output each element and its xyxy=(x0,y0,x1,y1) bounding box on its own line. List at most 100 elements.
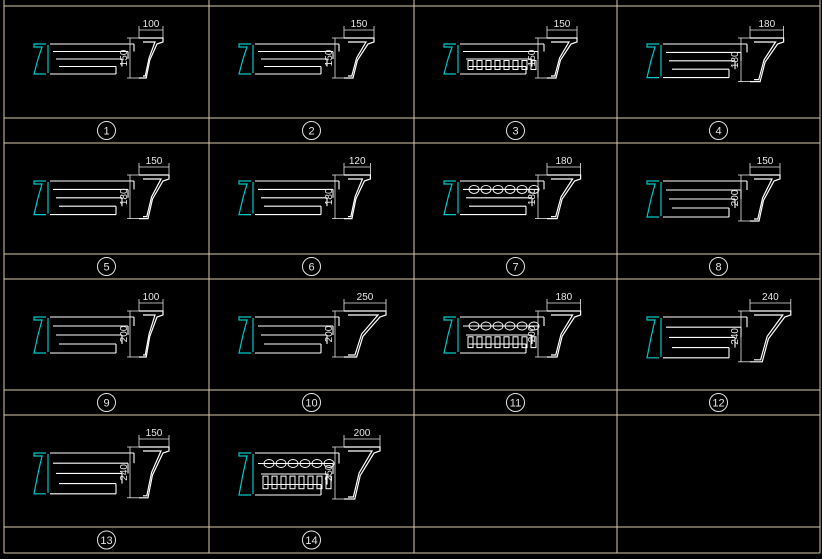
dentil-block xyxy=(512,336,519,349)
width-dim-text: 100 xyxy=(143,292,160,303)
cell-number-circle xyxy=(506,121,525,140)
dentil-block xyxy=(485,336,492,349)
cornice-elevation xyxy=(238,316,340,354)
dentil-block xyxy=(503,336,510,349)
section-profile-inner xyxy=(348,178,364,218)
height-dim-text: 180 xyxy=(324,188,335,205)
cornice-elevation xyxy=(238,43,340,75)
section-profile-inner xyxy=(551,178,574,218)
section-profile-inner xyxy=(143,178,162,218)
height-dim-text: 180 xyxy=(730,51,741,68)
cornice-elevation xyxy=(646,180,748,218)
carved-ornament xyxy=(492,184,504,194)
width-dim-text: 150 xyxy=(146,156,163,167)
dentil-block xyxy=(485,60,492,70)
section-profile-inner xyxy=(754,314,784,361)
cornice-cell-1: 100 150 1 xyxy=(33,19,164,140)
width-dim-text: 180 xyxy=(555,292,572,303)
height-dim-text: 200 xyxy=(730,189,741,206)
cell-number-circle xyxy=(97,121,116,140)
dentil-block xyxy=(530,60,537,70)
cell-number: 2 xyxy=(308,126,314,138)
wall-bracket xyxy=(646,43,659,79)
wall-bracket xyxy=(238,452,251,496)
carved-ornament xyxy=(468,321,480,331)
cornice-cell-4: 180 180 4 xyxy=(646,19,785,140)
dentil-block xyxy=(530,336,537,349)
cell-number-circle xyxy=(302,530,321,550)
cell-number-circle xyxy=(302,393,321,412)
cell-number-circle xyxy=(506,257,525,276)
height-dim-text: 200 xyxy=(324,325,335,342)
carved-ornament xyxy=(504,184,516,194)
carved-ornament xyxy=(504,321,516,331)
cell-group: 1001501150150215015031801804150180512018… xyxy=(33,19,792,550)
section-profile-inner xyxy=(754,41,777,81)
height-dim-text: 200 xyxy=(119,325,130,342)
cornice-elevation xyxy=(646,43,748,79)
cornice-section: 180 200 xyxy=(527,292,582,358)
carved-ornament xyxy=(480,184,492,194)
dentil-block xyxy=(280,475,287,490)
cell-number: 1 xyxy=(103,126,109,138)
cell-number: 10 xyxy=(305,398,317,410)
cornice-section: 180 180 xyxy=(527,156,582,220)
width-dim-text: 180 xyxy=(758,19,775,30)
dentil-block xyxy=(503,60,510,70)
section-profile-inner xyxy=(143,450,162,497)
carved-ornament xyxy=(480,321,492,331)
section-profile-inner xyxy=(143,314,156,356)
carved-ornament xyxy=(311,459,323,468)
cell-number-circle xyxy=(709,121,728,140)
height-dim-text: 150 xyxy=(527,49,538,66)
width-dim-text: 150 xyxy=(146,428,163,439)
wall-bracket xyxy=(33,43,46,75)
dentil-block xyxy=(262,475,269,490)
dentil-block xyxy=(325,475,332,490)
carved-ornament xyxy=(492,321,504,331)
width-dim-text: 180 xyxy=(555,156,572,167)
cornice-elevation xyxy=(443,43,545,75)
carved-ornament xyxy=(468,184,480,194)
cornice-section: 180 180 xyxy=(730,19,785,83)
width-dim-text: 250 xyxy=(357,292,374,303)
carved-ornament xyxy=(516,184,528,194)
cornice-elevation xyxy=(33,43,135,75)
section-profile-inner xyxy=(348,41,368,77)
dentil-block xyxy=(476,60,483,70)
cell-number: 6 xyxy=(308,262,314,274)
carved-ornament xyxy=(528,184,540,194)
cornice-cell-5: 150 180 5 xyxy=(33,156,170,276)
cell-number: 13 xyxy=(100,535,112,547)
carved-ornament xyxy=(323,459,335,468)
carved-ornament xyxy=(516,321,528,331)
grid-lines xyxy=(3,0,821,554)
cornice-elevation xyxy=(238,180,340,216)
section-profile-inner xyxy=(754,178,773,220)
width-dim-text: 100 xyxy=(143,19,160,30)
dentil-block xyxy=(467,60,474,70)
cell-number: 5 xyxy=(103,262,109,274)
cell-number-circle xyxy=(302,257,321,276)
section-profile-inner xyxy=(348,314,380,356)
cell-number: 4 xyxy=(715,126,721,138)
height-dim-text: 180 xyxy=(527,188,538,205)
cell-number-circle xyxy=(709,257,728,276)
cornice-elevation xyxy=(33,180,135,216)
height-dim-text: 150 xyxy=(119,49,130,66)
height-dim-text: 200 xyxy=(527,325,538,342)
height-dim-text: 180 xyxy=(119,188,130,205)
dentil-block xyxy=(307,475,314,490)
